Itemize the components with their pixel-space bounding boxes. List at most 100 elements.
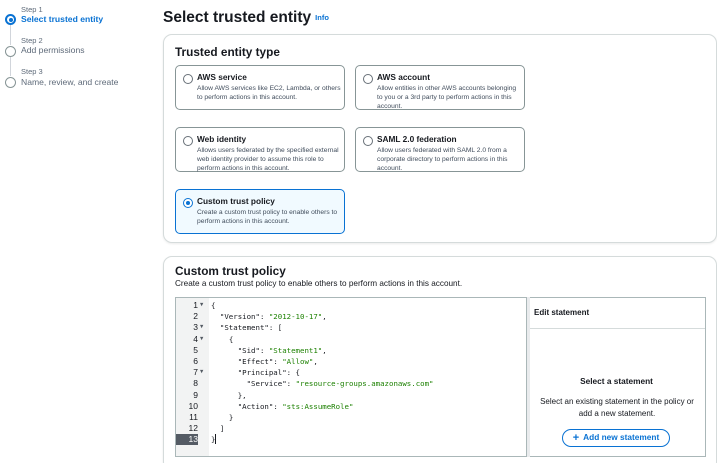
- radio-icon[interactable]: [183, 74, 193, 84]
- step-connector: [10, 56, 11, 76]
- edit-statement-panel: Edit statement Select a statement Select…: [527, 297, 706, 457]
- step-indicator-icon: [5, 77, 16, 88]
- option-title: AWS service: [197, 72, 247, 82]
- option-description: Allow AWS services like EC2, Lambda, or …: [197, 85, 341, 101]
- add-new-statement-label: Add new statement: [583, 432, 660, 442]
- step-name: Select trusted entity: [21, 14, 104, 24]
- option-description: Allows users federated by the specified …: [197, 147, 339, 172]
- radio-icon[interactable]: [183, 136, 193, 146]
- code-punctuation: {: [211, 301, 216, 310]
- line-number: 3: [193, 322, 198, 333]
- step-number: Step 2: [21, 36, 43, 45]
- code-line[interactable]: 11 }: [176, 412, 526, 423]
- code-key: "Service": [246, 379, 287, 389]
- step-active-indicator-icon: [5, 14, 16, 25]
- option-custom-trust-policy[interactable]: Custom trust policy Create a custom trus…: [175, 189, 345, 234]
- trusted-entity-type-panel: Trusted entity type AWS service Allow AW…: [163, 34, 717, 243]
- info-link[interactable]: Info: [315, 13, 329, 22]
- code-line[interactable]: 10 "Action": "sts:AssumeRole": [176, 401, 526, 412]
- line-number: 12: [188, 423, 198, 434]
- option-description: Create a custom trust policy to enable o…: [197, 209, 338, 225]
- step-name: Name, review, and create: [21, 77, 119, 87]
- step-number: Step 3: [21, 67, 43, 76]
- option-aws-account[interactable]: AWS account Allow entities in other AWS …: [355, 65, 525, 110]
- radio-icon[interactable]: [363, 74, 373, 84]
- empty-state-title: Select a statement: [580, 376, 653, 386]
- option-aws-service[interactable]: AWS service Allow AWS services like EC2,…: [175, 65, 345, 110]
- code-key: "Effect": [237, 357, 274, 366]
- code-text: {: [211, 334, 233, 345]
- code-punctuation: ]: [219, 424, 225, 434]
- fold-toggle-icon[interactable]: ▼: [200, 324, 204, 331]
- editor-gutter: [176, 298, 209, 456]
- line-number: 8: [193, 378, 198, 389]
- plus-icon: +: [572, 432, 580, 444]
- radio-icon[interactable]: [363, 136, 373, 146]
- text-cursor: [215, 434, 217, 445]
- line-number: 4: [193, 333, 198, 344]
- code-line[interactable]: 7▼ "Principal": {: [176, 367, 526, 378]
- code-text: }: [211, 412, 233, 423]
- code-punctuation: }: [211, 435, 216, 445]
- fold-toggle-icon[interactable]: ▼: [200, 302, 204, 308]
- option-web-identity[interactable]: Web identity Allows users federated by t…: [175, 127, 345, 172]
- line-number: 6: [193, 356, 198, 366]
- code-key: "Action": [237, 401, 274, 411]
- code-string: "2012-10-17": [268, 312, 323, 322]
- custom-trust-policy-panel: Custom trust policy Create a custom trus…: [163, 256, 717, 463]
- line-number: 2: [193, 311, 198, 322]
- step-connector: [10, 25, 11, 45]
- code-punctuation: :: [273, 401, 283, 411]
- code-string: "Statement1": [268, 345, 323, 355]
- code-text: "Action": "sts:AssumeRole": [211, 401, 354, 412]
- code-punctuation: :: [259, 312, 269, 322]
- line-number: 7: [193, 367, 198, 378]
- line-number: 13: [176, 434, 198, 446]
- radio-selected-icon[interactable]: [183, 198, 193, 208]
- panel-title: Trusted entity type: [175, 45, 280, 59]
- divider: [528, 328, 705, 329]
- option-title: Custom trust policy: [197, 196, 275, 206]
- code-text: "Statement": [: [211, 322, 282, 333]
- option-saml-federation[interactable]: SAML 2.0 federation Allow users federate…: [355, 127, 525, 172]
- code-key: "Principal": [237, 368, 287, 378]
- panel-description: Create a custom trust policy to enable o…: [175, 279, 463, 288]
- line-number: 9: [193, 389, 198, 400]
- code-line[interactable]: 13}: [176, 434, 526, 446]
- code-punctuation: ,: [313, 357, 318, 366]
- code-text: "Effect": "Allow",: [211, 356, 318, 367]
- option-description: Allow entities in other AWS accounts bel…: [377, 85, 517, 110]
- code-punctuation: : {: [286, 368, 301, 378]
- line-number: 5: [193, 344, 198, 355]
- policy-code-editor[interactable]: 1▼{2 "Version": "2012-10-17",3▼ "Stateme…: [175, 297, 527, 457]
- code-line[interactable]: 9 },: [176, 389, 526, 401]
- code-line[interactable]: 12 ]: [176, 423, 526, 434]
- code-key: "Sid": [237, 345, 260, 355]
- code-text: },: [211, 390, 247, 401]
- code-line[interactable]: 1▼{: [176, 300, 526, 311]
- code-line[interactable]: 2 "Version": "2012-10-17",: [176, 311, 526, 322]
- code-line[interactable]: 5 "Sid": "Statement1",: [176, 344, 526, 356]
- code-text: "Sid": "Statement1",: [211, 345, 327, 356]
- fold-toggle-icon[interactable]: ▼: [200, 369, 204, 376]
- code-key: "Version": [219, 312, 260, 322]
- add-new-statement-button[interactable]: +Add new statement: [562, 429, 670, 447]
- code-string: "resource-groups.amazonaws.com": [295, 379, 434, 389]
- option-title: SAML 2.0 federation: [377, 134, 457, 144]
- wizard-steps: Step 1 Select trusted entity Step 2 Add …: [0, 0, 150, 463]
- code-punctuation: :: [273, 357, 283, 366]
- fold-toggle-icon[interactable]: ▼: [200, 335, 204, 342]
- code-line[interactable]: 8 "Service": "resource-groups.amazonaws.…: [176, 378, 526, 389]
- resize-handle[interactable]: [527, 297, 530, 457]
- step-indicator-icon: [5, 46, 16, 57]
- code-punctuation: ,: [322, 312, 327, 322]
- code-punctuation: :: [286, 379, 296, 389]
- code-line[interactable]: 6 "Effect": "Allow",: [176, 356, 526, 367]
- code-text: }: [211, 434, 217, 445]
- option-description: Allow users federated with SAML 2.0 from…: [377, 147, 508, 172]
- code-line[interactable]: 4▼ {: [176, 333, 526, 345]
- code-line[interactable]: 3▼ "Statement": [: [176, 322, 526, 333]
- line-number: 11: [189, 412, 198, 422]
- code-punctuation: :: [259, 345, 269, 355]
